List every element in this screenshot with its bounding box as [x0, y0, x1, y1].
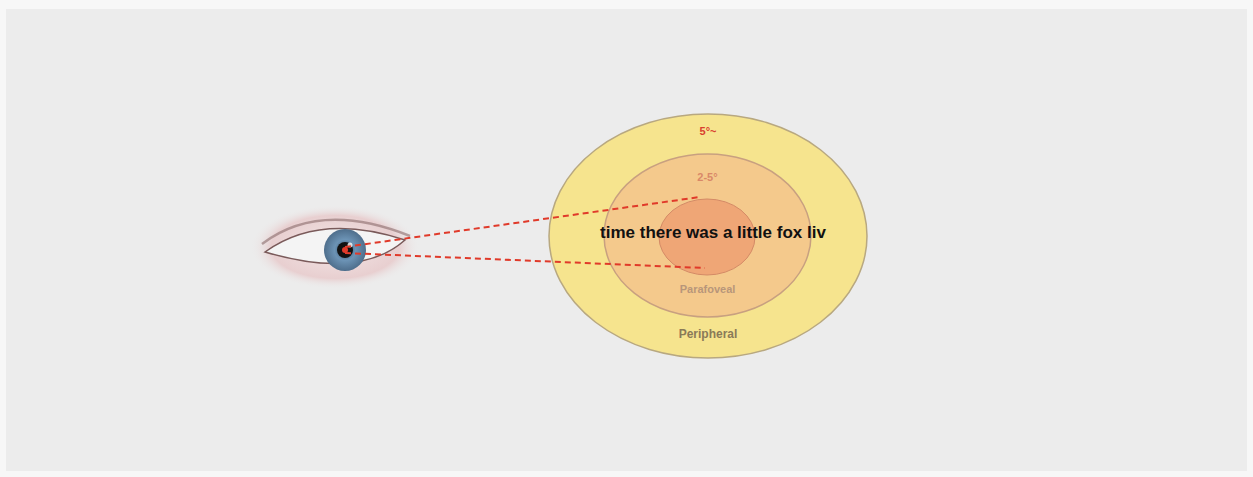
sight-line	[345, 253, 705, 268]
focus-dot	[342, 247, 348, 253]
eye-skin	[250, 205, 420, 289]
eye-iris	[324, 229, 366, 271]
reading-text: time there was a little fox liv	[600, 223, 826, 243]
sight-line	[345, 197, 700, 247]
angle-label: 2-5°	[697, 171, 717, 183]
zone-label: Peripheral	[679, 327, 738, 341]
eye-pupil	[337, 242, 353, 258]
zone-label: Parafoveal	[680, 283, 736, 295]
angle-label: 5°~	[700, 125, 717, 137]
